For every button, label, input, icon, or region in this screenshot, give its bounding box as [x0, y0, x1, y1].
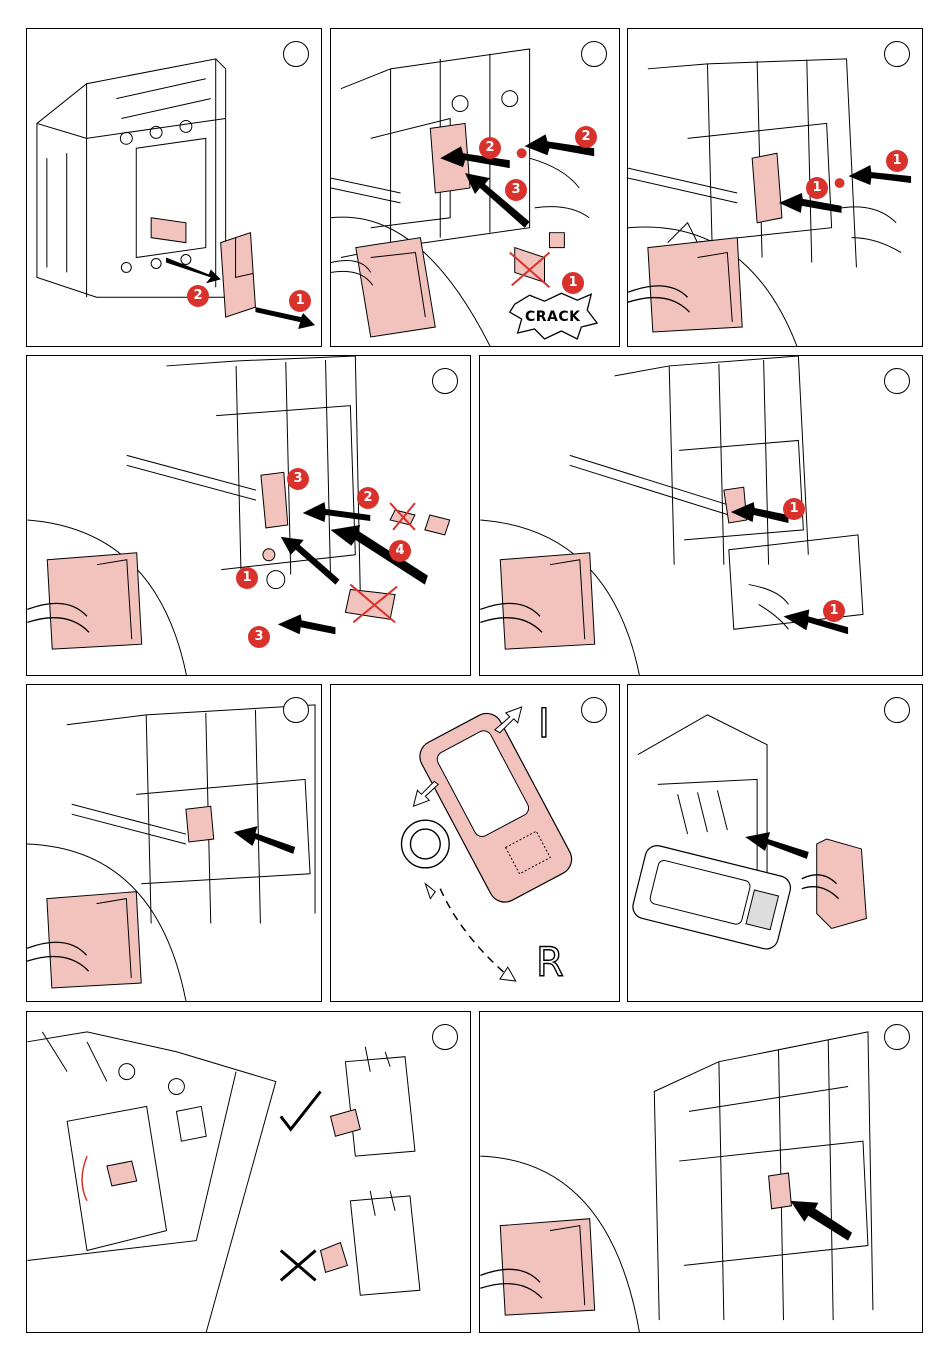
panel-step-5: 1 1 [479, 355, 923, 676]
breaker-wired-illustration [27, 685, 321, 1001]
step-badge-2: 2 [575, 126, 597, 148]
step-badge-1: 1 [823, 600, 845, 622]
step-badge-1: 1 [806, 177, 828, 199]
step-number-circle [884, 41, 910, 67]
position-on-label: I [538, 701, 550, 747]
handle-refit-illustration [628, 685, 922, 1001]
step-badge-1: 1 [886, 150, 908, 172]
insert-alternative-illustration [480, 356, 922, 675]
breaker-illustration [27, 29, 321, 346]
step-badge-1: 1 [783, 498, 805, 520]
step-number-circle [432, 1024, 458, 1050]
step-number-circle [283, 41, 309, 67]
panel-step-3: 1 1 [627, 28, 923, 347]
step-badge-3: 3 [287, 468, 309, 490]
panel-step-10 [479, 1011, 923, 1333]
final-assembly-illustration [480, 1012, 922, 1332]
panel-step-7: I R [330, 684, 620, 1002]
step-number-circle [283, 697, 309, 723]
step-number-circle [884, 697, 910, 723]
step-badge-2: 2 [187, 285, 209, 307]
step-number-circle [581, 697, 607, 723]
insert-push-illustration [628, 29, 922, 346]
step-badge-1: 1 [236, 567, 258, 589]
panel-step-2: 2 2 3 1 CRACK [330, 28, 620, 347]
step-number-circle [884, 1024, 910, 1050]
panel-step-1: 2 1 [26, 28, 322, 347]
auxiliary-insert-illustration [331, 29, 619, 346]
reset-check-illustration [27, 1012, 470, 1332]
step-badge-1: 1 [562, 272, 584, 294]
step-number-circle [432, 368, 458, 394]
crack-label: CRACK [525, 309, 581, 325]
step-number-circle [581, 41, 607, 67]
dual-insert-illustration [27, 356, 470, 675]
step-badge-3: 3 [248, 626, 270, 648]
panel-step-9 [26, 1011, 471, 1333]
panel-step-4: 3 2 4 1 3 [26, 355, 471, 676]
step-badge-1: 1 [289, 290, 311, 312]
step-badge-2: 2 [479, 137, 501, 159]
position-reset-label: R [536, 940, 564, 986]
step-number-circle [884, 368, 910, 394]
step-badge-3: 3 [505, 179, 527, 201]
panel-step-8 [627, 684, 923, 1002]
step-badge-2: 2 [357, 487, 379, 509]
step-badge-4: 4 [389, 540, 411, 562]
panel-step-6 [26, 684, 322, 1002]
handle-positions-illustration [331, 685, 619, 1001]
